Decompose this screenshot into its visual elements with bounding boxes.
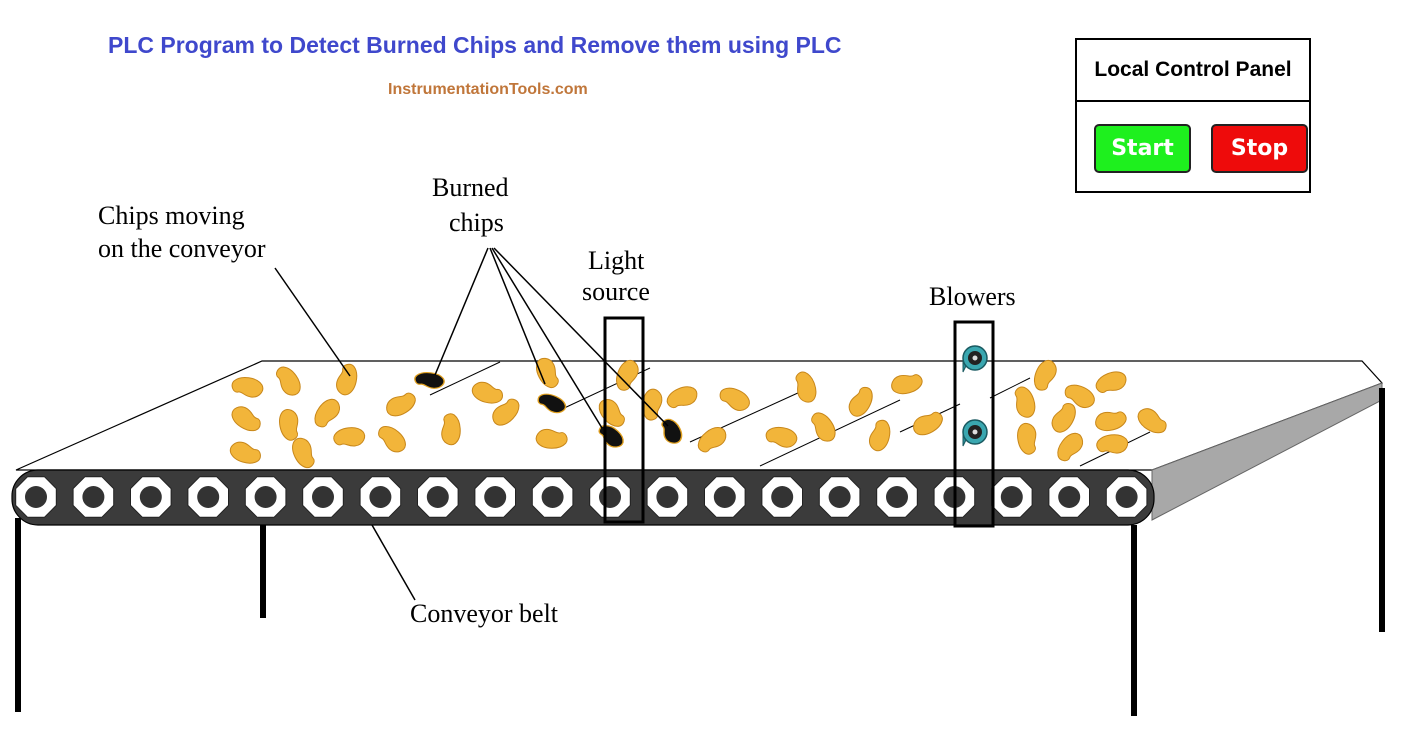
light-source-frame: [603, 316, 645, 524]
label-chips-line2: on the conveyor: [98, 234, 266, 263]
belt-roller: [761, 476, 803, 518]
site-name: InstrumentationTools.com: [388, 81, 588, 98]
stop-button[interactable]: Stop: [1211, 124, 1308, 173]
belt-roller: [474, 476, 516, 518]
belt-roller: [1105, 476, 1148, 518]
page-title: PLC Program to Detect Burned Chips and R…: [108, 32, 842, 58]
belt-rollers: [15, 476, 1148, 518]
label-light-line2: source: [582, 277, 650, 306]
belt-roller: [991, 476, 1033, 518]
belt-roller: [1048, 476, 1090, 518]
conveyor-table-top: [15, 360, 1384, 471]
belt-roller: [72, 476, 115, 518]
belt-roller: [646, 476, 689, 518]
blower-icon: [962, 419, 988, 447]
belt-roller: [130, 476, 172, 518]
belt-roller: [359, 476, 402, 518]
belt-roller: [876, 476, 918, 518]
belt-roller: [302, 476, 344, 518]
blower-icon: [962, 345, 988, 373]
belt-roller: [417, 476, 459, 518]
diagram-labels: Chips moving on the conveyor Burned chip…: [98, 173, 1016, 628]
start-button[interactable]: Start: [1094, 124, 1191, 173]
panel-title: Local Control Panel: [1077, 40, 1309, 102]
local-control-panel: Local Control Panel Start Stop: [1075, 38, 1311, 193]
belt-roller: [531, 476, 574, 518]
belt-roller: [704, 476, 746, 518]
label-belt: Conveyor belt: [410, 599, 559, 628]
belt-roller: [244, 476, 287, 518]
belt-roller: [15, 476, 57, 518]
label-chips-line1: Chips moving: [98, 201, 245, 230]
label-burned-line2: chips: [449, 208, 504, 237]
conveyor-legs: [15, 388, 1385, 716]
label-blowers: Blowers: [929, 282, 1016, 311]
label-burned-line1: Burned: [432, 173, 509, 202]
label-light-line1: Light: [588, 246, 645, 275]
conveyor-belt: [11, 469, 1155, 526]
leader-lines: [274, 247, 669, 601]
blowers-frame: [953, 320, 995, 528]
belt-roller: [187, 476, 229, 518]
belt-roller: [818, 476, 861, 518]
belt-roller: [589, 476, 631, 518]
